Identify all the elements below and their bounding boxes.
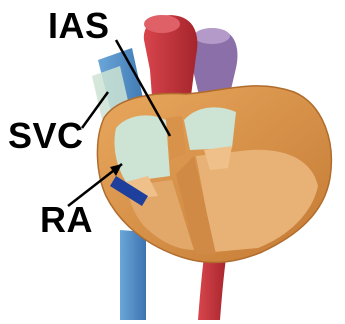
inferior-vena-cava: [120, 230, 146, 320]
label-ra: RA: [40, 202, 93, 238]
aorta-opening: [144, 15, 180, 33]
left-atrium-interior: [184, 107, 236, 150]
right-atrium-interior: [114, 115, 170, 182]
pulmonary-artery-opening: [194, 28, 230, 44]
label-ias: IAS: [48, 8, 110, 44]
label-svc: SVC: [8, 118, 84, 154]
